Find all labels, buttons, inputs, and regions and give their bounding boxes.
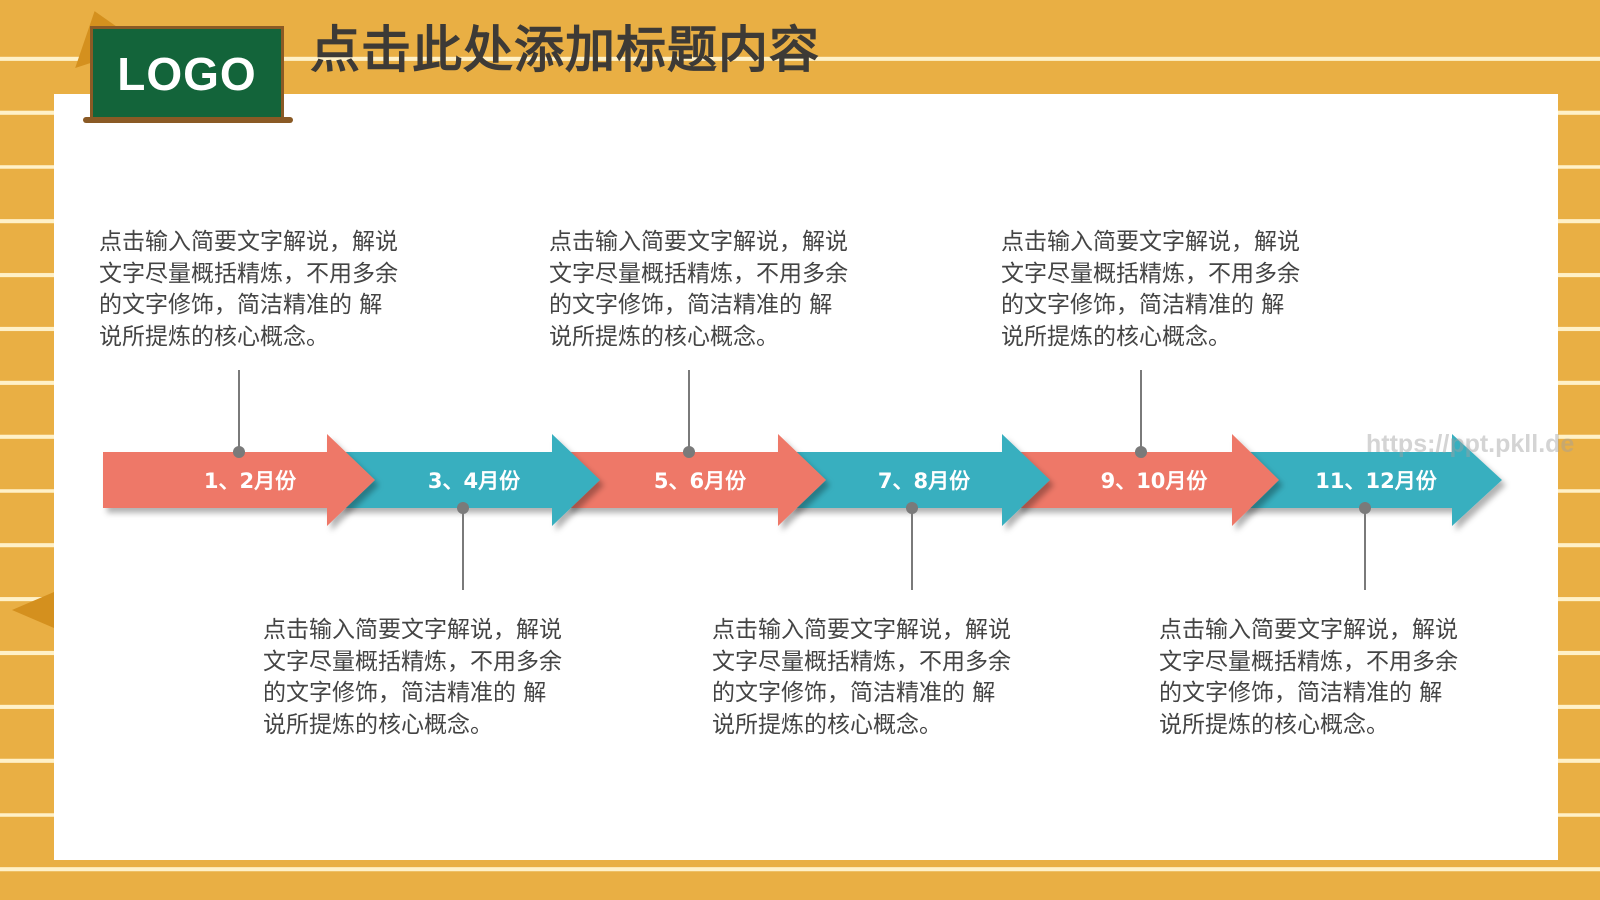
- connector-line-2: [462, 508, 464, 590]
- connector-dot-3: [683, 446, 695, 458]
- connector-dot-1: [233, 446, 245, 458]
- segment-label-6: 11、12月份: [1315, 469, 1437, 493]
- segment-label-2: 3、4月份: [427, 469, 521, 493]
- description-text-3[interactable]: 点击输入简要文字解说，解说 文字尽量概括精炼，不用多余 的文字修饰，简洁精准的 …: [549, 229, 848, 350]
- page-title[interactable]: 点击此处添加标题内容: [310, 21, 820, 79]
- segment-label-4: 7、8月份: [877, 469, 971, 493]
- connector-line-4: [911, 508, 913, 590]
- description-text-6[interactable]: 点击输入简要文字解说，解说 文字尽量概括精炼，不用多余 的文字修饰，简洁精准的 …: [1159, 617, 1458, 738]
- connector-dot-5: [1135, 446, 1147, 458]
- description-text-1[interactable]: 点击输入简要文字解说，解说 文字尽量概括精炼，不用多余 的文字修饰，简洁精准的 …: [99, 229, 398, 350]
- segment-label-5: 9、10月份: [1100, 469, 1208, 493]
- logo-chalk-ledge: [83, 117, 293, 123]
- logo-chalkboard: LOGO: [90, 26, 284, 118]
- connector-line-5: [1140, 370, 1142, 452]
- watermark: https://ppt.pkll.de: [1366, 430, 1575, 458]
- logo-text: LOGO: [117, 47, 257, 100]
- decorative-triangle-shape: [12, 592, 54, 628]
- description-text-5[interactable]: 点击输入简要文字解说，解说 文字尽量概括精炼，不用多余 的文字修饰，简洁精准的 …: [1001, 229, 1300, 350]
- description-text-2[interactable]: 点击输入简要文字解说，解说 文字尽量概括精炼，不用多余 的文字修饰，简洁精准的 …: [263, 617, 562, 738]
- connector-line-3: [688, 370, 690, 452]
- segment-label-3: 5、6月份: [653, 469, 747, 493]
- description-text-4[interactable]: 点击输入简要文字解说，解说 文字尽量概括精炼，不用多余 的文字修饰，简洁精准的 …: [712, 617, 1011, 738]
- connector-line-6: [1364, 508, 1366, 590]
- connector-line-1: [238, 370, 240, 452]
- segment-label-1: 1、2月份: [203, 469, 297, 493]
